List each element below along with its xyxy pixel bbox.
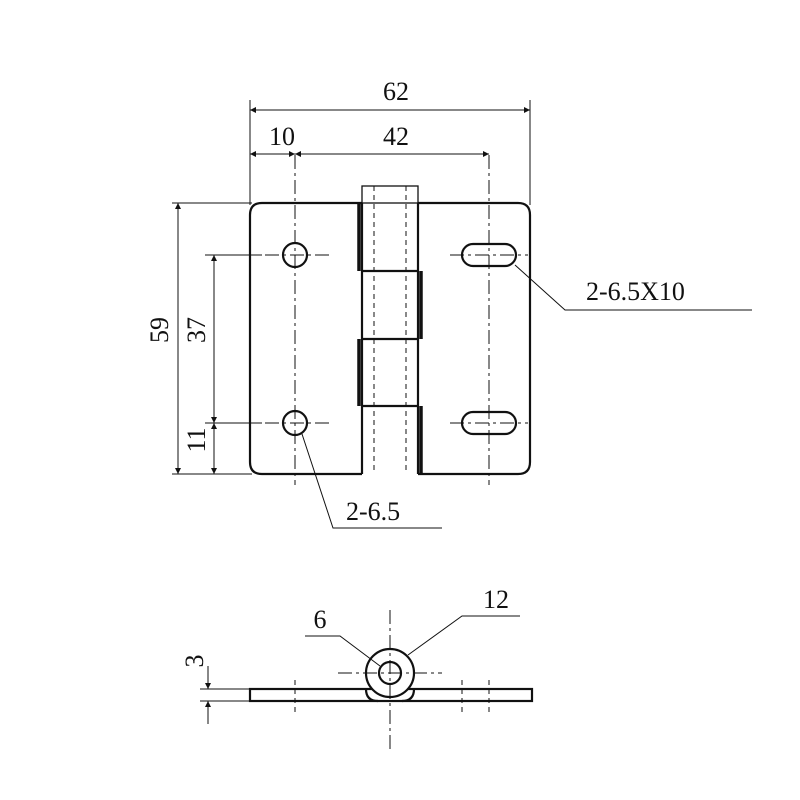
side-view: 3 6 12 [180,585,534,750]
knuckle [357,185,423,474]
dim-knuckle-diameter: 12 [483,585,509,614]
dim-edge-to-hole: 10 [269,122,295,151]
dim-pin-diameter: 6 [314,605,327,634]
callout-round-hole: 2-6.5 [346,497,400,526]
dim-overall-width: 62 [383,77,409,106]
dim-leaf-thickness: 3 [180,655,209,668]
dim-hole-spacing-vertical: 37 [182,317,211,343]
dim-edge-to-hole-vertical: 11 [182,427,211,452]
right-leaf-outline [418,201,532,476]
left-leaf-outline [248,201,362,476]
front-view: 62 10 42 59 37 11 2-6.5X10 2-6.5 [145,77,752,529]
dim-overall-height: 59 [145,317,174,343]
callout-slot: 2-6.5X10 [586,277,685,306]
dim-hole-spacing-horizontal: 42 [383,122,409,151]
